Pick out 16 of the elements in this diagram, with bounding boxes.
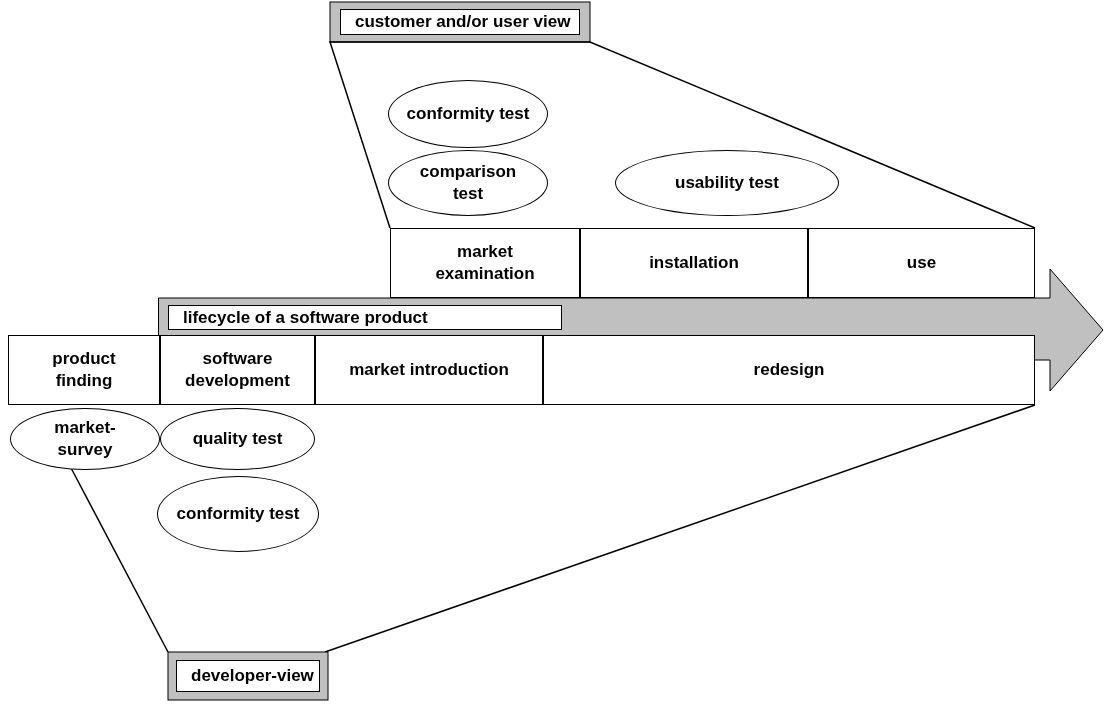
activity-ellipse: quality test: [160, 408, 315, 470]
activity-ellipse: comparison test: [388, 150, 548, 216]
activity-ellipse: usability test: [615, 150, 839, 216]
band-label: lifecycle of a software product: [168, 305, 562, 330]
view-label: developer-view: [176, 660, 320, 692]
phase-panel: market examination: [390, 228, 580, 298]
phase-panel: redesign: [543, 335, 1035, 405]
phase-panel: use: [808, 228, 1035, 298]
phase-panel: product finding: [8, 335, 160, 405]
phase-panel: installation: [580, 228, 808, 298]
activity-ellipse: market-survey: [10, 408, 160, 470]
activity-ellipse: conformity test: [157, 476, 319, 552]
phase-panel: software development: [160, 335, 315, 405]
activity-ellipse: conformity test: [388, 80, 548, 148]
view-label: customer and/or user view: [340, 9, 580, 35]
phase-panel: market introduction: [315, 335, 543, 405]
